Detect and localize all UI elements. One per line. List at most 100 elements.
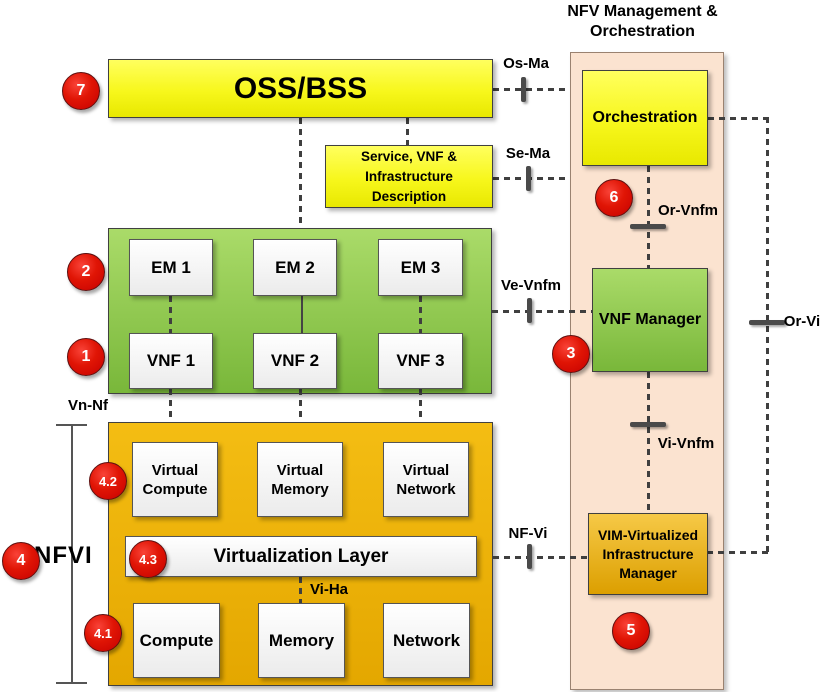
or-vnfm-connector: [647, 166, 650, 268]
service-desc-line1: Service, VNF &: [360, 148, 458, 164]
badge-4-number: 4: [16, 552, 26, 569]
vim-line1: VIM-Virtualized: [597, 526, 699, 543]
vim-box: VIM-Virtualized Infrastructure Manager: [588, 513, 708, 595]
badge-4-3: 4.3: [129, 540, 167, 578]
virtual-memory-line2: Memory: [271, 480, 329, 498]
or-vi-connector-vertical: [766, 117, 769, 553]
network-label: Network: [392, 630, 461, 650]
vnf3-nfvi-connector: [419, 389, 422, 422]
em3-vnf3-connector: [419, 296, 422, 333]
se-ma-label: Se-Ma: [505, 145, 551, 162]
badge-4-1-number: 4.1: [93, 625, 113, 641]
vnf3-label: VNF 3: [396, 351, 445, 370]
badge-7: 7: [62, 72, 100, 110]
virtual-network-box: Virtual Network: [383, 442, 469, 517]
em1-vnf1-connector: [169, 296, 172, 333]
orchestration-label: Orchestration: [592, 109, 698, 126]
ve-vnfm-label: Ve-Vnfm: [500, 277, 561, 294]
os-ma-connector: [493, 88, 570, 91]
service-desc-line3: Description: [371, 188, 447, 204]
service-desc-line2: Infrastructure: [365, 168, 453, 184]
memory-box: Memory: [258, 603, 345, 678]
virtual-memory-box: Virtual Memory: [257, 442, 343, 517]
badge-1: 1: [67, 338, 105, 376]
os-ma-label: Os-Ma: [503, 55, 549, 72]
oss-to-em-connector: [299, 118, 302, 228]
em1-box: EM 1: [129, 239, 213, 296]
vi-ha-label: Vi-Ha: [309, 581, 349, 598]
badge-2-number: 2: [81, 263, 91, 280]
nfvi-label: NFVI: [34, 542, 93, 569]
or-vi-tick: [749, 320, 785, 325]
vnf1-label: VNF 1: [146, 351, 196, 370]
memory-label: Memory: [268, 630, 335, 650]
vim-line2: Infrastructure: [602, 545, 694, 562]
vn-nf-bracket-line: [71, 425, 73, 683]
vi-vnfm-tick: [630, 422, 666, 427]
virtual-compute-box: Virtual Compute: [132, 442, 218, 517]
oss-bss-box: OSS/BSS: [108, 59, 493, 118]
virtualization-layer-label: Virtualization Layer: [213, 545, 389, 567]
vnf-manager-box: VNF Manager: [592, 268, 708, 372]
virtual-compute-line2: Compute: [142, 480, 208, 498]
se-ma-connector: [493, 177, 570, 180]
virtual-memory-line1: Virtual: [276, 461, 324, 479]
se-ma-tick: [526, 166, 531, 191]
vim-line3: Manager: [619, 564, 677, 581]
vi-vnfm-connector: [647, 372, 650, 513]
vi-vnfm-label: Vi-Vnfm: [657, 435, 715, 452]
badge-2: 2: [67, 253, 105, 291]
badge-4-2: 4.2: [89, 462, 127, 500]
vn-nf-bracket-cap-top: [56, 424, 87, 426]
badge-5-number: 5: [626, 622, 636, 639]
virtualization-layer-box: Virtualization Layer: [125, 536, 477, 577]
badge-3-number: 3: [566, 345, 576, 362]
badge-6: 6: [595, 179, 633, 217]
badge-5: 5: [612, 612, 650, 650]
vnf2-label: VNF 2: [270, 351, 320, 370]
em1-label: EM 1: [151, 257, 191, 277]
vnf3-box: VNF 3: [378, 333, 463, 389]
or-vnfm-tick: [630, 224, 666, 229]
or-vnfm-label: Or-Vnfm: [658, 202, 718, 219]
badge-4-1: 4.1: [84, 614, 122, 652]
badge-4-3-number: 4.3: [138, 551, 158, 567]
badge-7-number: 7: [76, 82, 86, 99]
or-vi-connector-bottom: [707, 551, 768, 554]
nf-vi-connector: [493, 556, 588, 559]
vnf2-nfvi-connector: [299, 389, 302, 422]
nf-vi-tick: [527, 544, 532, 569]
oss-bss-label: OSS/BSS: [233, 71, 368, 105]
em2-box: EM 2: [253, 239, 337, 296]
mano-title: NFV Management & Orchestration: [545, 2, 740, 42]
em2-label: EM 2: [275, 257, 315, 277]
mano-title-line1: NFV Management &: [567, 3, 718, 20]
badge-4: 4: [2, 542, 40, 580]
os-ma-tick: [521, 77, 526, 102]
mano-title-line2: Orchestration: [590, 23, 695, 40]
or-vi-connector-top: [708, 117, 768, 120]
vn-nf-bracket-cap-bottom: [56, 682, 87, 684]
badge-4-2-number: 4.2: [98, 473, 118, 489]
virtual-network-line2: Network: [396, 480, 456, 498]
badge-1-number: 1: [81, 348, 91, 365]
virtual-network-line1: Virtual: [402, 461, 450, 479]
network-box: Network: [383, 603, 470, 678]
em3-label: EM 3: [400, 257, 441, 277]
em2-vnf2-connector: [301, 296, 303, 333]
compute-label: Compute: [139, 630, 214, 650]
vn-nf-label: Vn-Nf: [68, 397, 108, 414]
nf-vi-label: NF-Vi: [508, 525, 548, 542]
orchestration-box: Orchestration: [582, 70, 708, 166]
badge-6-number: 6: [609, 189, 619, 206]
virtual-compute-line1: Virtual: [151, 461, 199, 479]
vi-ha-connector: [299, 577, 302, 603]
compute-box: Compute: [133, 603, 220, 678]
badge-3: 3: [552, 335, 590, 373]
or-vi-label: Or-Vi: [783, 313, 821, 330]
vnf-manager-label: VNF Manager: [598, 311, 702, 328]
service-vnf-description-box: Service, VNF & Infrastructure Descriptio…: [325, 145, 493, 208]
em3-box: EM 3: [378, 239, 463, 296]
vnf1-box: VNF 1: [129, 333, 213, 389]
